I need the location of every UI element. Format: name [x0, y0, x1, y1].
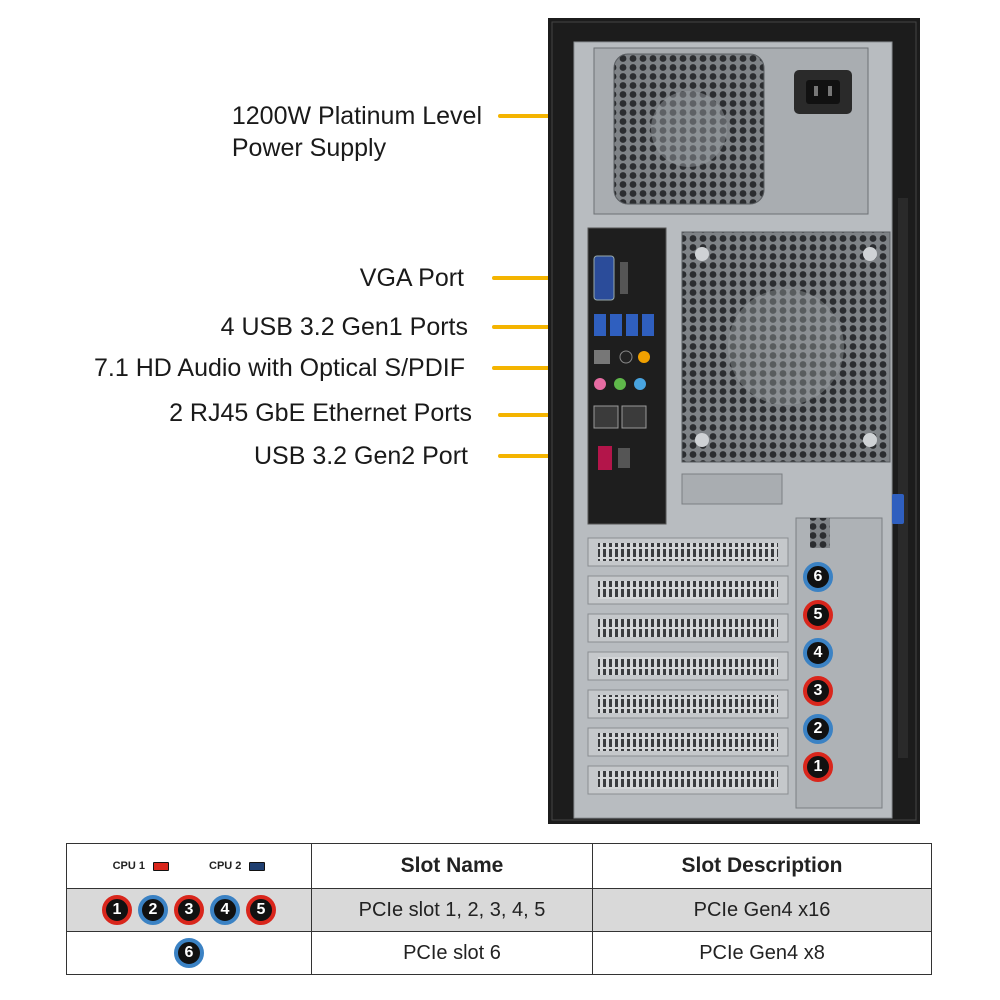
slot-badge-1: 1 [803, 752, 833, 782]
table-row: 6 PCIe slot 6 PCIe Gen4 x8 [66, 931, 932, 975]
row1-slot-name: PCIe slot 1, 2, 3, 4, 5 [311, 888, 593, 932]
server-rear-illustration [548, 18, 920, 824]
slot-badge-4: 4 [803, 638, 833, 668]
usb-gen2-port [598, 446, 612, 470]
header-slot-name: Slot Name [311, 843, 593, 889]
callout-ethernet: 2 RJ45 GbE Ethernet Ports [169, 399, 472, 427]
slot-legend-table: CPU 1 CPU 2 Slot Name Slot Description 1… [66, 843, 932, 975]
usb-gen1-port-4 [642, 314, 654, 336]
table-slot-badge-4: 4 [210, 895, 240, 925]
rj45-port-1 [593, 405, 619, 429]
table-header-row: CPU 1 CPU 2 Slot Name Slot Description [66, 843, 932, 889]
leader-ethernet [498, 413, 596, 417]
callout-usb-gen2: USB 3.2 Gen2 Port [253, 442, 468, 470]
slot-badge-5: 5 [803, 600, 833, 630]
callout-power-supply: 1200W Platinum Level Power Supply [232, 100, 482, 164]
table-slot-badge-5: 5 [246, 895, 276, 925]
callout-usb-gen1: 4 USB 3.2 Gen1 Ports [220, 313, 468, 341]
row2-slot-name: PCIe slot 6 [311, 931, 593, 975]
cpu2-key: CPU 2 [209, 860, 266, 872]
table-slot-badge-6: 6 [174, 938, 204, 968]
vga-port [593, 255, 615, 301]
header-slot-description: Slot Description [592, 843, 932, 889]
leader-vga-port [492, 276, 588, 280]
expansion-slots [587, 537, 789, 795]
cpu1-key-label: CPU 1 [112, 860, 145, 872]
cpu-key-cell: CPU 1 CPU 2 [66, 843, 312, 889]
row2-badges: 6 [66, 931, 312, 975]
blue-latch [892, 494, 904, 524]
rj45-port-2 [621, 405, 647, 429]
rear-fan [681, 231, 891, 463]
callout-hd-audio: 7.1 HD Audio with Optical S/PDIF [94, 354, 465, 382]
cpu2-key-label: CPU 2 [209, 860, 242, 872]
cpu2-swatch [249, 861, 266, 871]
slot-badge-2: 2 [803, 714, 833, 744]
callout-power-supply-line2: Power Supply [231, 134, 387, 162]
row2-slot-description: PCIe Gen4 x8 [592, 931, 932, 975]
leader-hd-audio [492, 366, 588, 370]
optical-spdif [594, 350, 610, 364]
usb-gen1-port-1 [594, 314, 606, 336]
cpu1-key: CPU 1 [113, 860, 169, 872]
table-slot-badge-2: 2 [138, 895, 168, 925]
slot-badge-6: 6 [803, 562, 833, 592]
usb-gen1-port-3 [626, 314, 638, 336]
row1-slot-description: PCIe Gen4 x16 [592, 888, 932, 932]
leader-usb-gen1 [492, 325, 592, 329]
callout-vga-port: VGA Port [359, 264, 464, 292]
callout-power-supply-line1: 1200W Platinum Level [231, 102, 482, 130]
cpu1-swatch [153, 861, 169, 871]
table-slot-badge-1: 1 [102, 895, 132, 925]
leader-usb-gen2 [498, 454, 596, 458]
usb-gen1-port-2 [610, 314, 622, 336]
table-slot-badge-3: 3 [174, 895, 204, 925]
slot-badge-3: 3 [803, 676, 833, 706]
